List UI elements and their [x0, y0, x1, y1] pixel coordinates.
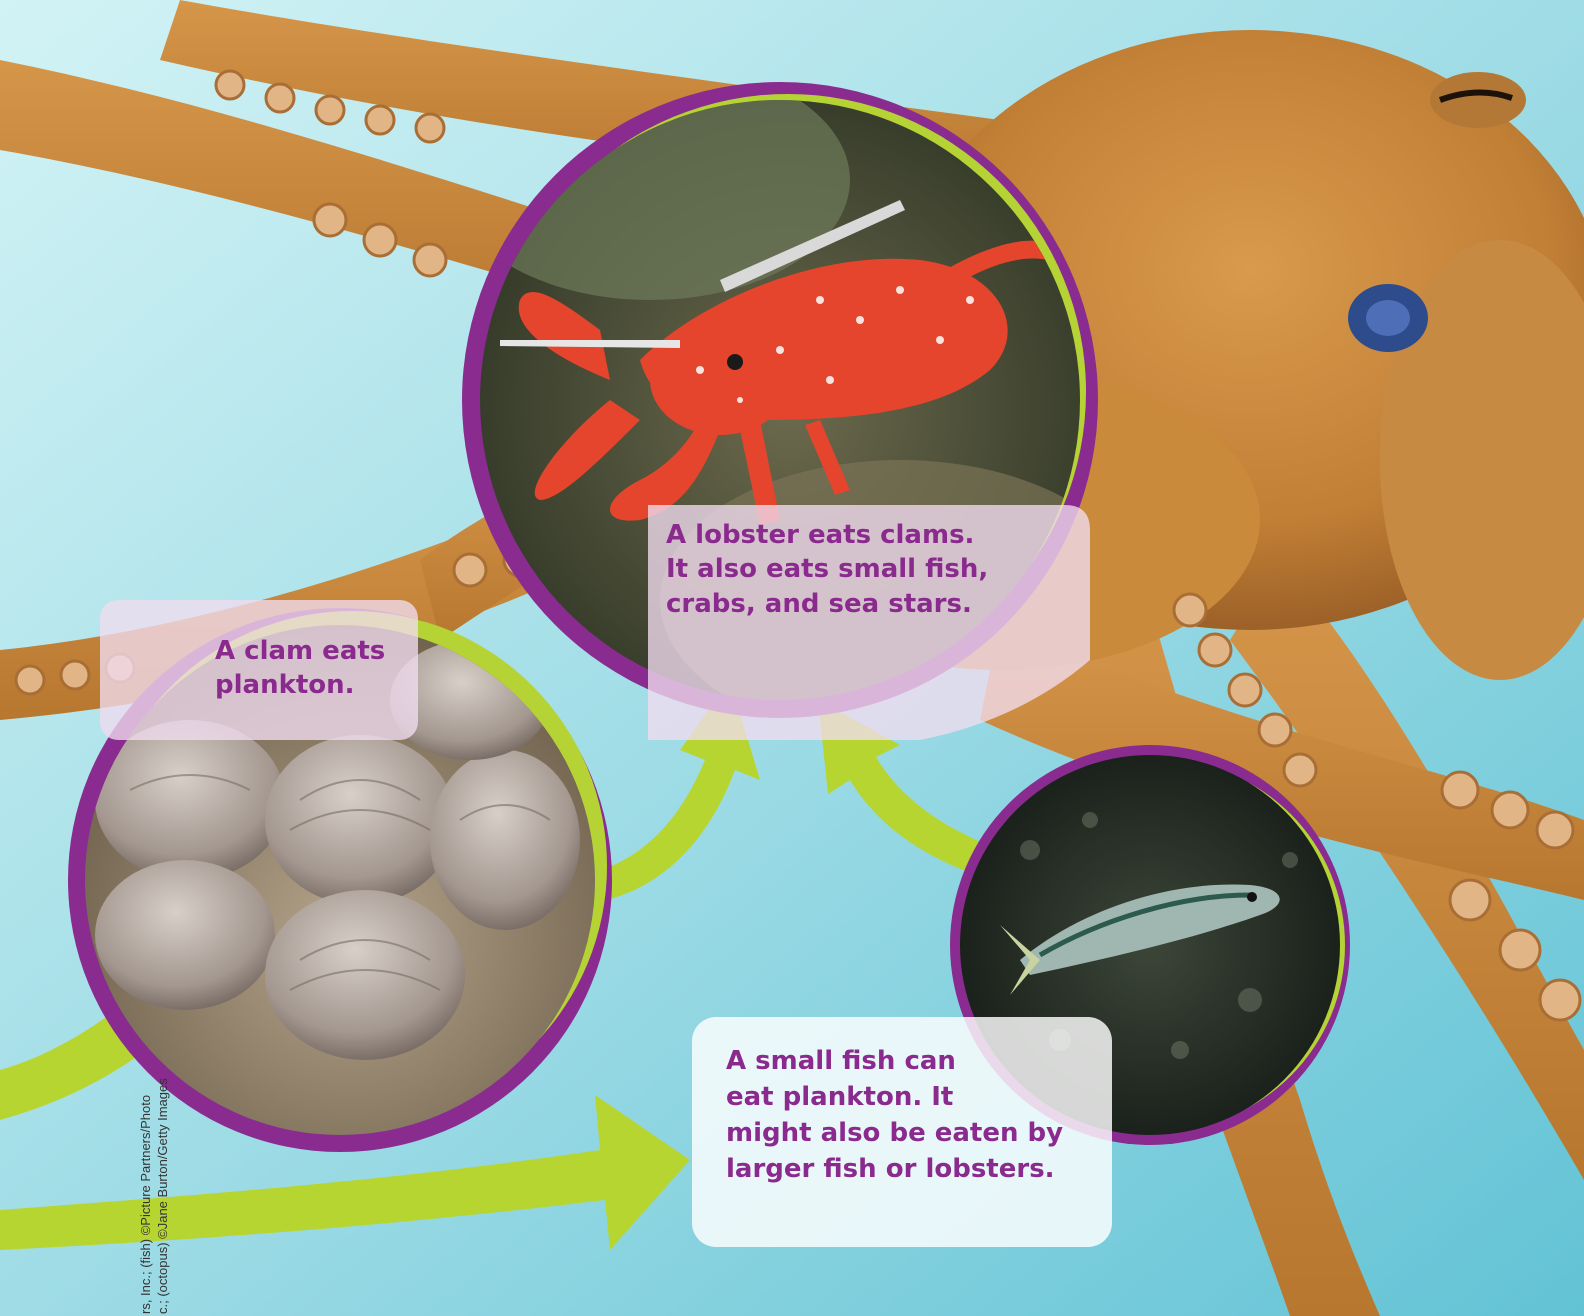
fish-caption-line-3: might also be eaten by	[726, 1116, 1063, 1152]
lobster-caption: A lobster eats clams. It also eats small…	[666, 518, 988, 621]
fish-caption-line-4: larger fish or lobsters.	[726, 1152, 1063, 1188]
lobster-caption-line-3: crabs, and sea stars.	[666, 587, 988, 621]
lobster-caption-line-2: It also eats small fish,	[666, 552, 988, 586]
clam-caption: A clam eats plankton.	[215, 634, 385, 703]
clam-caption-line-1: A clam eats	[215, 634, 385, 668]
photo-credit-line-2: c.; (octopus) ©Jane Burton/Getty Images	[155, 1078, 170, 1314]
fish-caption: A small fish can eat plankton. It might …	[726, 1044, 1063, 1188]
lobster-caption-line-1: A lobster eats clams.	[666, 518, 988, 552]
clam-caption-line-2: plankton.	[215, 668, 385, 702]
fish-caption-line-2: eat plankton. It	[726, 1080, 1063, 1116]
photo-credit-line-1: rs, Inc.; (fish) ©Picture Partners/Photo	[138, 1095, 153, 1314]
fish-caption-line-1: A small fish can	[726, 1044, 1063, 1080]
